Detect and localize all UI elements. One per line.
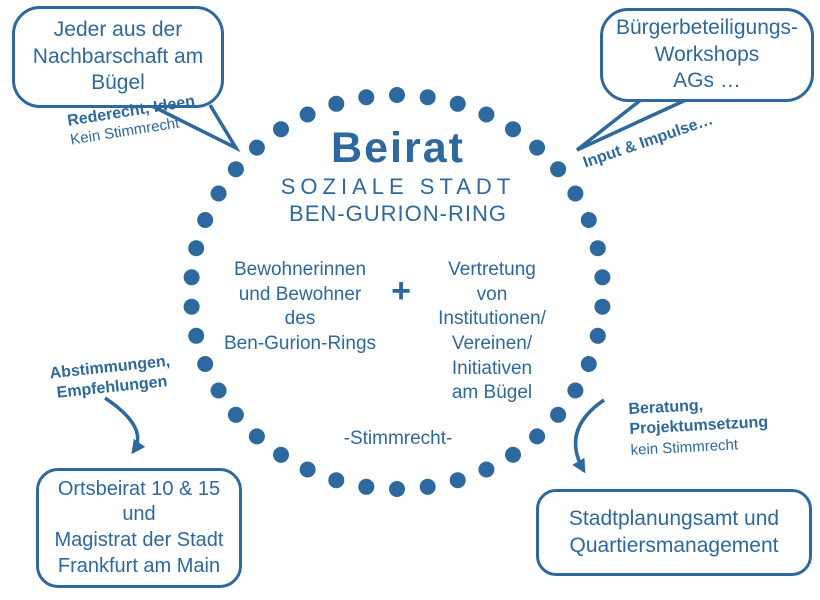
label-beratung-bold: Beratung, Projektumsetzung: [628, 397, 769, 438]
label-beratung: Beratung, Projektumsetzung kein Stimmrec…: [628, 393, 770, 461]
label-abstimmungen: Abstimmungen, Empfehlungen: [42, 351, 179, 405]
label-input-impulse: Input & Impulse…: [581, 110, 716, 173]
members-residents: Bewohnerinnen und Bewohner des Ben-Gurio…: [223, 259, 377, 355]
label-abstimmungen-text: Abstimmungen, Empfehlungen: [48, 352, 171, 402]
members-institutions: Vertretung von Institutionen/ Vereinen/ …: [438, 259, 546, 404]
arrow-left-down: [104, 396, 146, 455]
bubble-neighborhood: Jeder aus der Nachbarschaft am Bügel: [12, 6, 224, 108]
diagram-subtitle-line1: SOZIALE STADT: [280, 174, 516, 199]
plus-sign: +: [391, 272, 411, 310]
box-ortsbeirat-magistrat: Ortsbeirat 10 & 15 und Magistrat der Sta…: [36, 468, 242, 588]
diagram-title: Beirat: [331, 124, 465, 172]
label-input-impulse-text: Input & Impulse…: [581, 111, 716, 172]
diagram-subtitle-line2: BEN-GURION-RING: [289, 201, 507, 226]
bubble-workshops: Bürgerbeteiligungs- Workshops AGs …: [600, 8, 814, 102]
box-stadtplanungsamt: Stadtplanungsamt und Quartiersmanagement: [536, 489, 812, 576]
arrow-right-down: [572, 398, 605, 474]
voting-right-note: -Stimmrecht-: [343, 428, 453, 449]
